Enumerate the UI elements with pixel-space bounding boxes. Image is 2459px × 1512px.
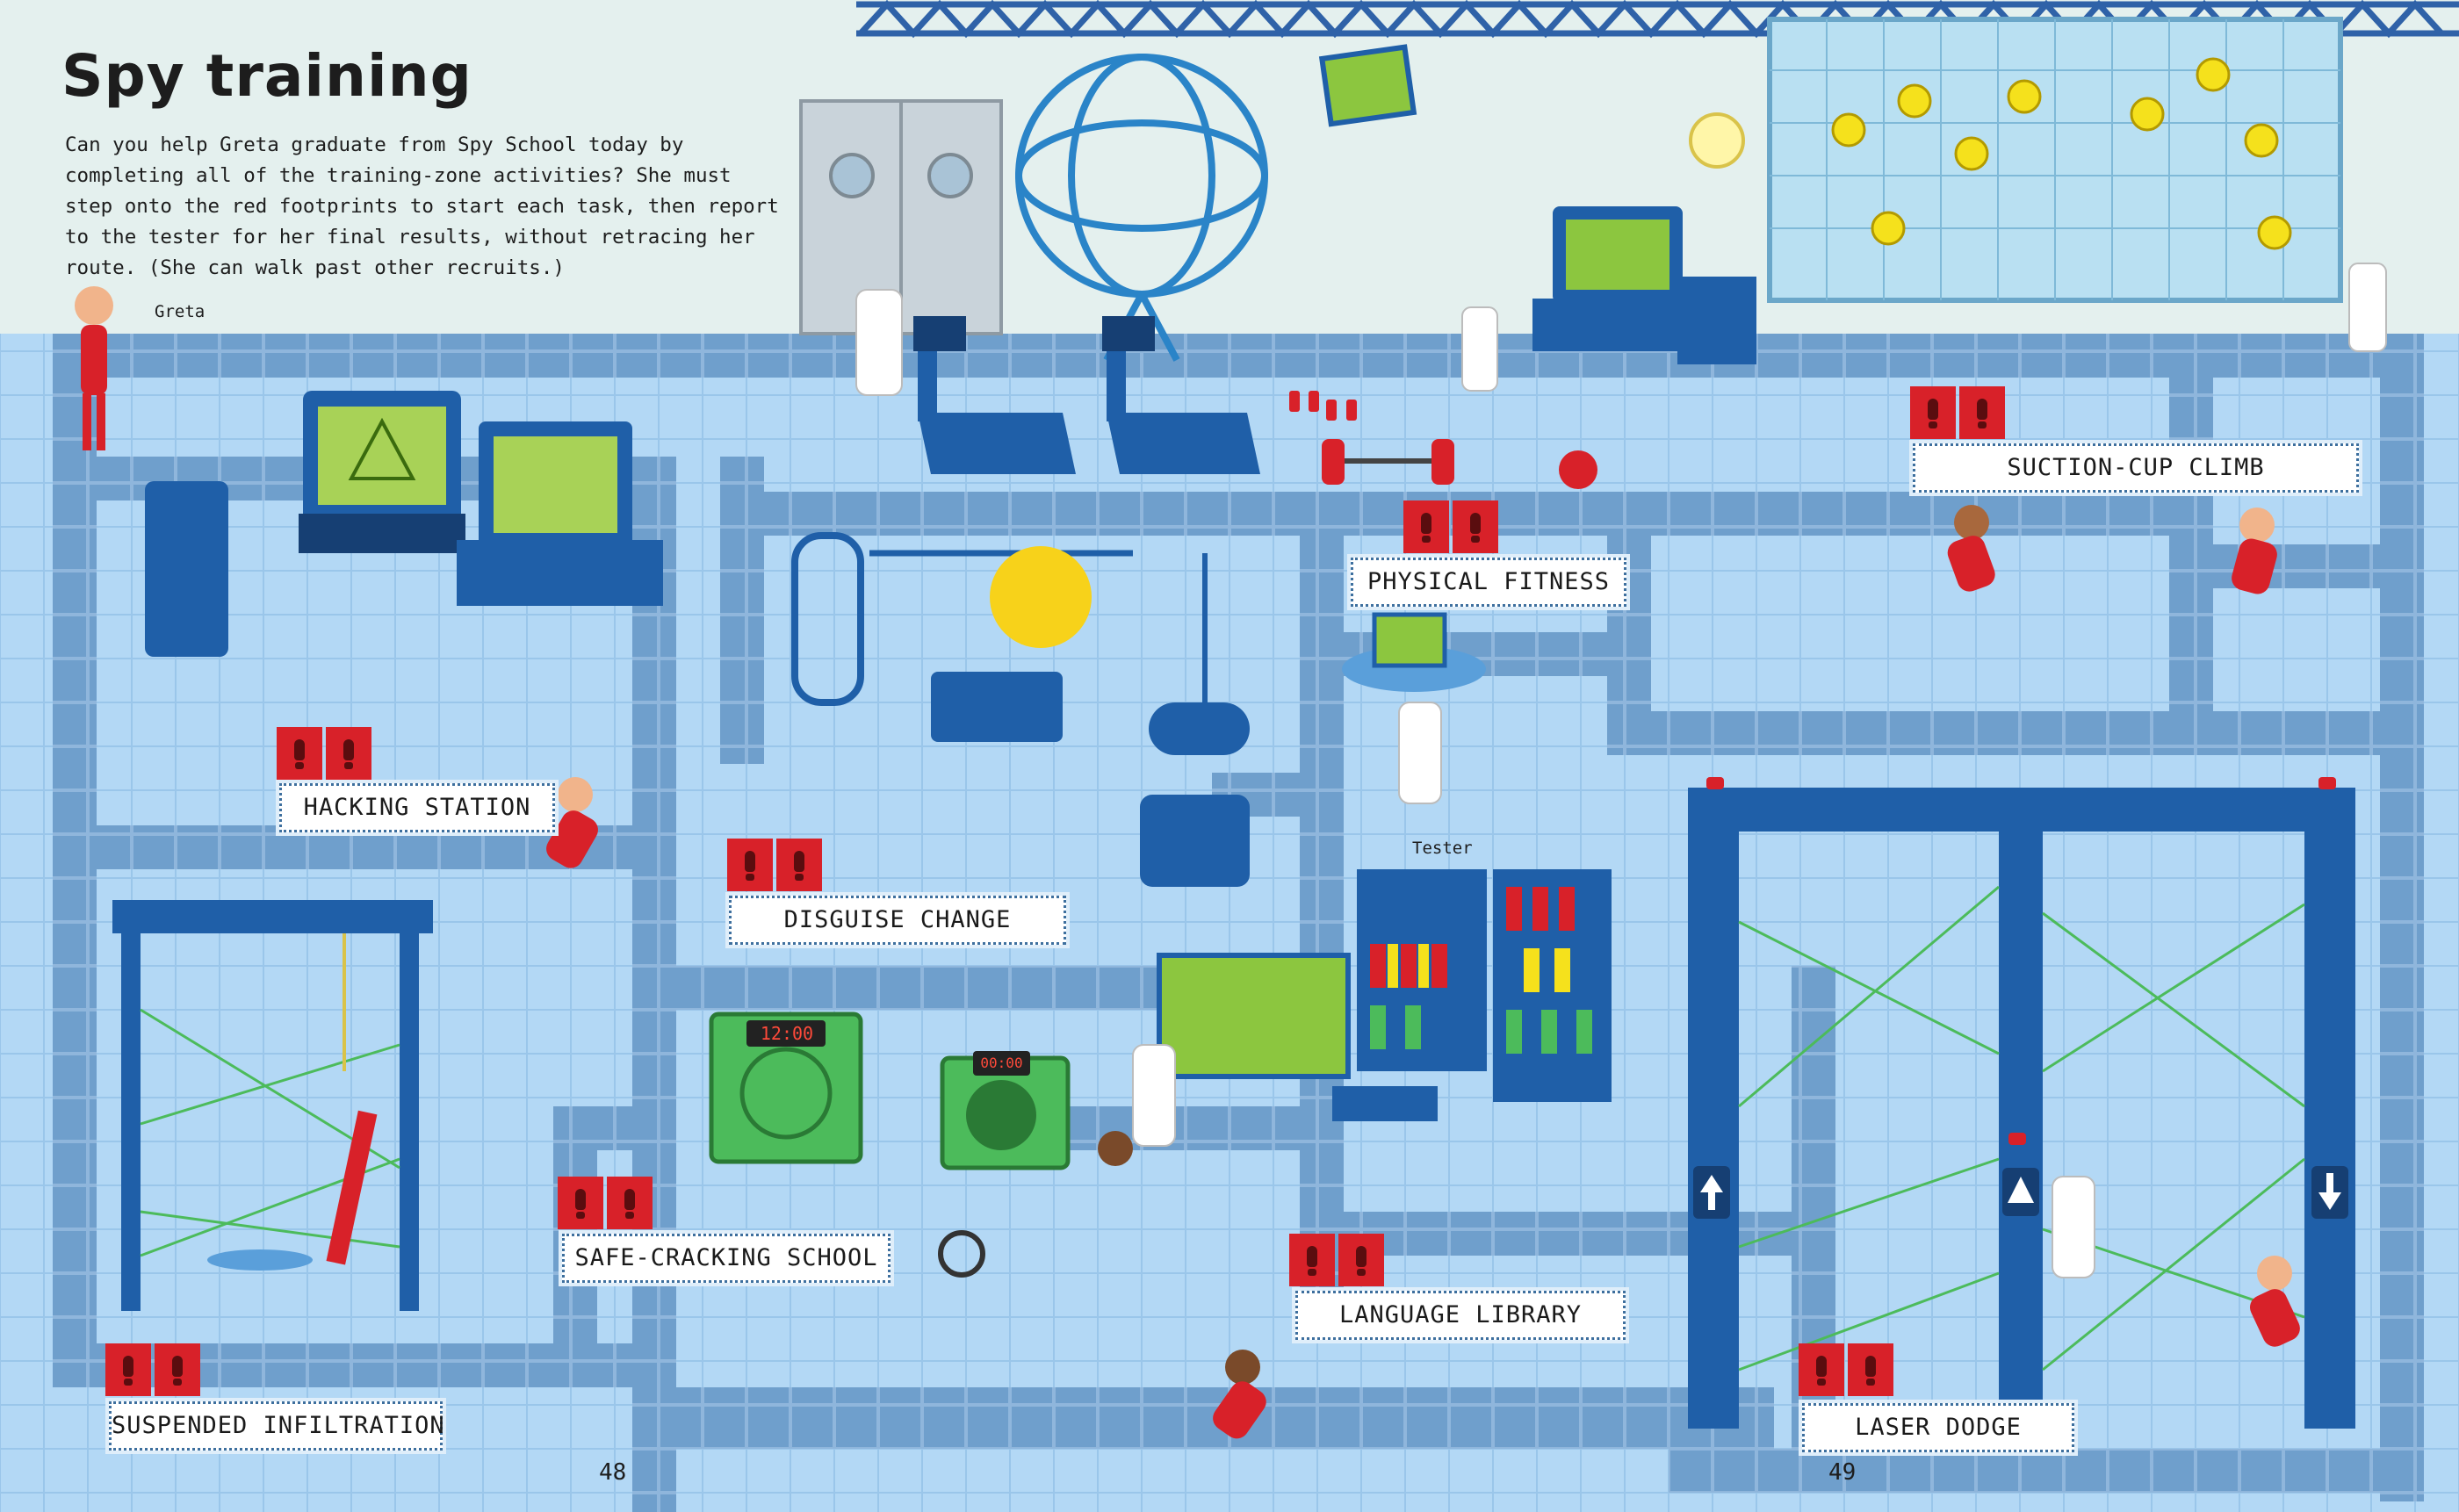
footprints-physical xyxy=(1403,500,1498,553)
footprints-safe xyxy=(558,1177,653,1229)
footprints-hacking xyxy=(277,727,371,780)
treadmills xyxy=(913,316,1260,474)
safes xyxy=(709,1012,1071,1170)
laser-arrow-panels xyxy=(1693,1166,2348,1219)
zone-label-physical-fitness: PHYSICAL FITNESS xyxy=(1351,558,1626,607)
instructions-text: Can you help Greta graduate from Spy Sch… xyxy=(65,133,779,279)
gyroscope-wheel xyxy=(1015,54,1268,362)
footprints-language xyxy=(1289,1234,1384,1286)
footprints-disguise xyxy=(727,839,822,891)
safe-timer-1: 12:00 xyxy=(760,1023,814,1044)
tester-desk xyxy=(1342,612,1486,692)
suction-climb-glass-wall xyxy=(1767,17,2343,303)
hanging-target-board xyxy=(1318,44,1417,127)
weights xyxy=(1289,391,1597,489)
hacking-computers xyxy=(145,391,663,657)
page-number-left: 48 xyxy=(599,1459,627,1486)
zone-label-laser-dodge: LASER DODGE xyxy=(1802,1403,2074,1452)
zone-label-suction-cup-climb: SUCTION-CUP CLIMB xyxy=(1913,443,2359,493)
zone-label-suspended-infiltration: SUSPENDED INFILTRATION xyxy=(109,1401,444,1451)
zone-label-language-library: LANGUAGE LIBRARY xyxy=(1295,1291,1626,1340)
monitoring-console xyxy=(1532,112,1756,364)
greta-name-label: Greta xyxy=(155,302,206,321)
zone-label-disguise-change: DISGUISE CHANGE xyxy=(729,896,1066,945)
disguise-props xyxy=(791,532,1250,887)
footprints-laser xyxy=(1799,1343,1893,1396)
recruits xyxy=(75,286,2300,1439)
testers xyxy=(855,263,2387,1278)
footprints-suspended xyxy=(105,1343,200,1396)
zone-label-hacking-station: HACKING STATION xyxy=(279,783,555,832)
library-shelves xyxy=(1157,869,1612,1121)
greta-figure xyxy=(75,286,113,450)
tester-name-label: Tester xyxy=(1412,839,1473,858)
zone-label-safe-cracking-school: SAFE-CRACKING SCHOOL xyxy=(562,1234,891,1283)
suspended-frame xyxy=(112,900,433,1311)
safe-timer-2: 00:00 xyxy=(980,1055,1023,1071)
laser-dodge-frame xyxy=(1688,777,2355,1429)
page-title: Spy training xyxy=(61,42,472,110)
page-number-right: 49 xyxy=(1828,1459,1857,1486)
footprints-suction xyxy=(1910,386,2005,439)
